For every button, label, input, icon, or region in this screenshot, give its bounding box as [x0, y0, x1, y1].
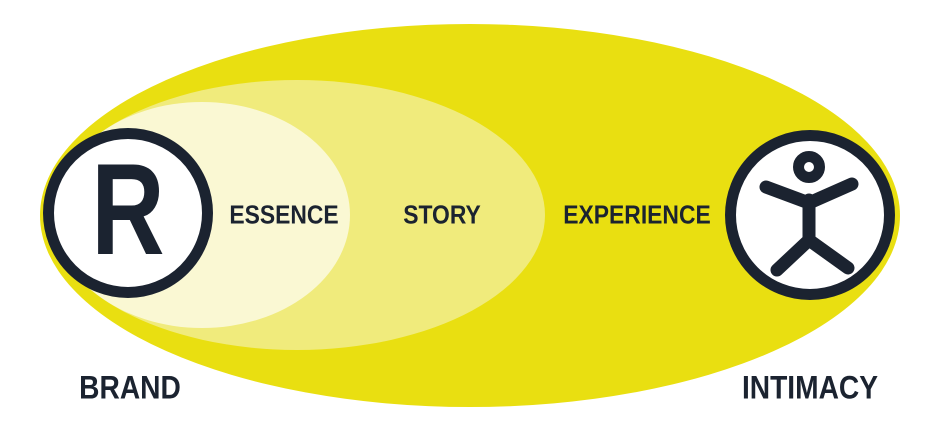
essence-label: ESSENCE	[229, 199, 339, 230]
person-icon	[759, 151, 859, 277]
intimacy-node	[725, 130, 895, 300]
brand-label: BRAND	[79, 369, 181, 406]
intimacy-label: INTIMACY	[741, 369, 879, 406]
story-label: STORY	[403, 199, 481, 230]
brand-node: R	[43, 128, 213, 298]
registered-trademark-icon: R	[91, 136, 165, 282]
experience-label: EXPERIENCE	[563, 199, 711, 230]
